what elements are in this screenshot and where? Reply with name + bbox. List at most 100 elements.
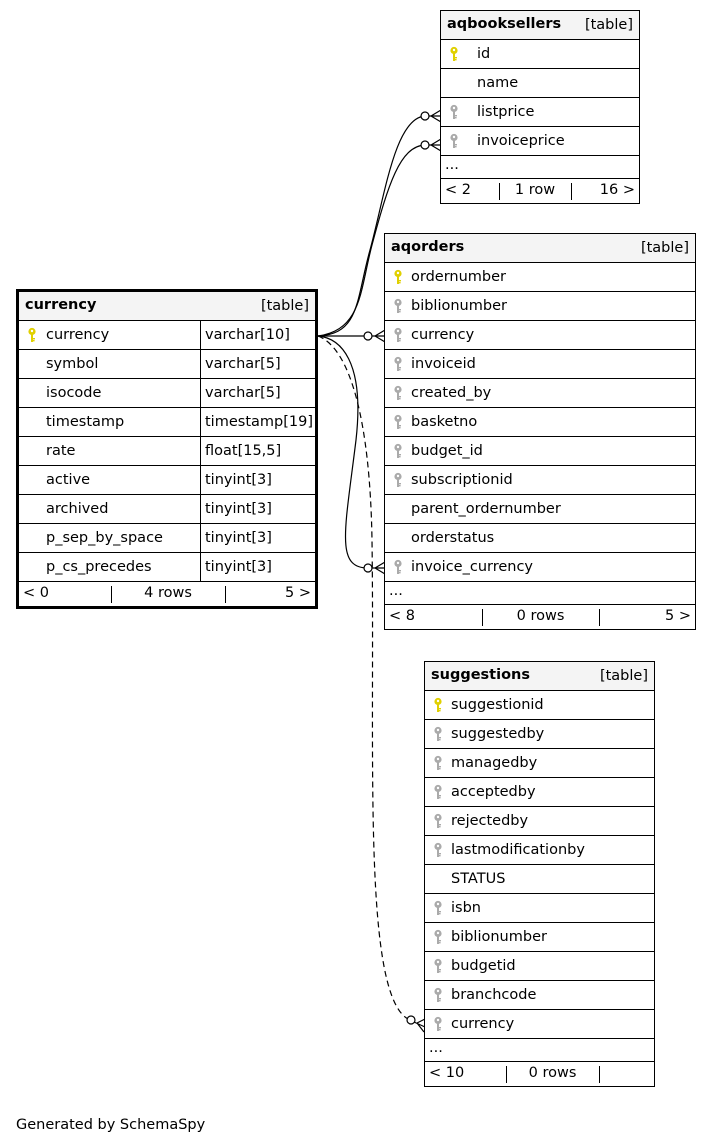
column-name: branchcode [451, 987, 537, 1003]
column-type: tinyint[3] [200, 524, 272, 552]
column-name: isbn [451, 900, 481, 916]
column-name: id [477, 46, 491, 62]
row-count: 0 rows [528, 1065, 577, 1081]
foreign-key-icon [433, 784, 445, 801]
column-row[interactable]: managedby [425, 749, 654, 778]
column-name: parent_ordernumber [411, 501, 561, 517]
table-type: [table] [260, 298, 309, 314]
column-row[interactable]: acceptedby [425, 778, 654, 807]
column-row[interactable]: orderstatus [385, 524, 695, 553]
column-type: varchar[10] [200, 321, 290, 349]
column-row[interactable]: rejectedby [425, 807, 654, 836]
children-link[interactable]: 16 > [599, 182, 635, 198]
table-name[interactable]: aqorders [391, 239, 465, 255]
column-name: subscriptionid [411, 472, 513, 488]
footer-divider [571, 183, 572, 200]
column-type: float[15,5] [200, 437, 281, 465]
foreign-key-icon [433, 958, 445, 975]
column-row[interactable]: currency [425, 1010, 654, 1039]
column-row[interactable]: invoiceid [385, 350, 695, 379]
optional-marker-listprice [420, 111, 430, 121]
table-header: aqbooksellers [table] [441, 11, 639, 40]
column-name: ordernumber [411, 269, 507, 285]
table-name[interactable]: currency [25, 297, 97, 313]
column-row[interactable]: listprice [441, 98, 639, 127]
column-row[interactable]: basketno [385, 408, 695, 437]
column-row[interactable]: biblionumber [385, 292, 695, 321]
foreign-key-icon [433, 842, 445, 859]
column-row[interactable]: invoice_currency [385, 553, 695, 582]
primary-key-icon [449, 46, 461, 63]
column-name: created_by [411, 385, 492, 401]
table-name[interactable]: suggestions [431, 667, 530, 683]
table-header: currency [table] [19, 292, 315, 321]
column-name: name [477, 75, 519, 91]
column-row[interactable]: biblionumber [425, 923, 654, 952]
children-link[interactable]: 5 > [285, 585, 311, 601]
parents-link[interactable]: < 10 [429, 1065, 465, 1081]
table-footer: < 2 1 row 16 > [441, 179, 639, 203]
column-name: invoice_currency [411, 559, 534, 575]
column-row[interactable]: budget_id [385, 437, 695, 466]
column-row[interactable]: suggestionid [425, 691, 654, 720]
column-row[interactable]: STATUS [425, 865, 654, 894]
column-row[interactable]: name [441, 69, 639, 98]
column-type: timestamp[19] [200, 408, 313, 436]
column-row[interactable]: currency [385, 321, 695, 350]
column-row[interactable]: created_by [385, 379, 695, 408]
column-row[interactable]: parent_ordernumber [385, 495, 695, 524]
aqorders-table[interactable]: aqorders [table] ordernumber biblionumber… [384, 233, 696, 630]
table-type: [table] [640, 240, 689, 256]
table-footer: < 0 4 rows 5 > [19, 582, 315, 606]
parents-link[interactable]: < 0 [23, 585, 49, 601]
parents-link[interactable]: < 2 [445, 182, 471, 198]
parents-link[interactable]: < 8 [389, 608, 415, 624]
table-header: aqorders [table] [385, 234, 695, 263]
foreign-key-icon [449, 133, 461, 150]
foreign-key-icon [393, 327, 405, 344]
column-name: p_sep_by_space [46, 530, 163, 546]
column-row[interactable]: p_sep_by_space tinyint[3] [19, 524, 315, 553]
foreign-key-icon [433, 755, 445, 772]
foreign-key-icon [433, 929, 445, 946]
column-row[interactable]: branchcode [425, 981, 654, 1010]
foreign-key-icon [393, 414, 405, 431]
more-columns: ... [425, 1039, 654, 1062]
column-row[interactable]: suggestedby [425, 720, 654, 749]
footer-divider [225, 586, 226, 603]
column-name: lastmodificationby [451, 842, 585, 858]
foreign-key-icon [433, 1016, 445, 1033]
column-row[interactable]: id [441, 40, 639, 69]
column-name: biblionumber [411, 298, 507, 314]
footer-divider [599, 609, 600, 626]
column-type: varchar[5] [200, 379, 281, 407]
column-name: STATUS [451, 871, 506, 887]
column-row[interactable]: lastmodificationby [425, 836, 654, 865]
foreign-key-icon [393, 298, 405, 315]
children-link[interactable]: 5 > [665, 608, 691, 624]
column-row[interactable]: budgetid [425, 952, 654, 981]
foreign-key-icon [433, 726, 445, 743]
column-name: budgetid [451, 958, 516, 974]
column-row[interactable]: isbn [425, 894, 654, 923]
column-type: varchar[5] [200, 350, 281, 378]
footer-divider [482, 609, 483, 626]
column-list: ordernumber biblionumber currency invoiceid… [385, 263, 695, 582]
table-name[interactable]: aqbooksellers [447, 16, 562, 32]
column-row[interactable]: subscriptionid [385, 466, 695, 495]
column-name: invoiceid [411, 356, 476, 372]
column-row[interactable]: ordernumber [385, 263, 695, 292]
column-row[interactable]: invoiceprice [441, 127, 639, 156]
